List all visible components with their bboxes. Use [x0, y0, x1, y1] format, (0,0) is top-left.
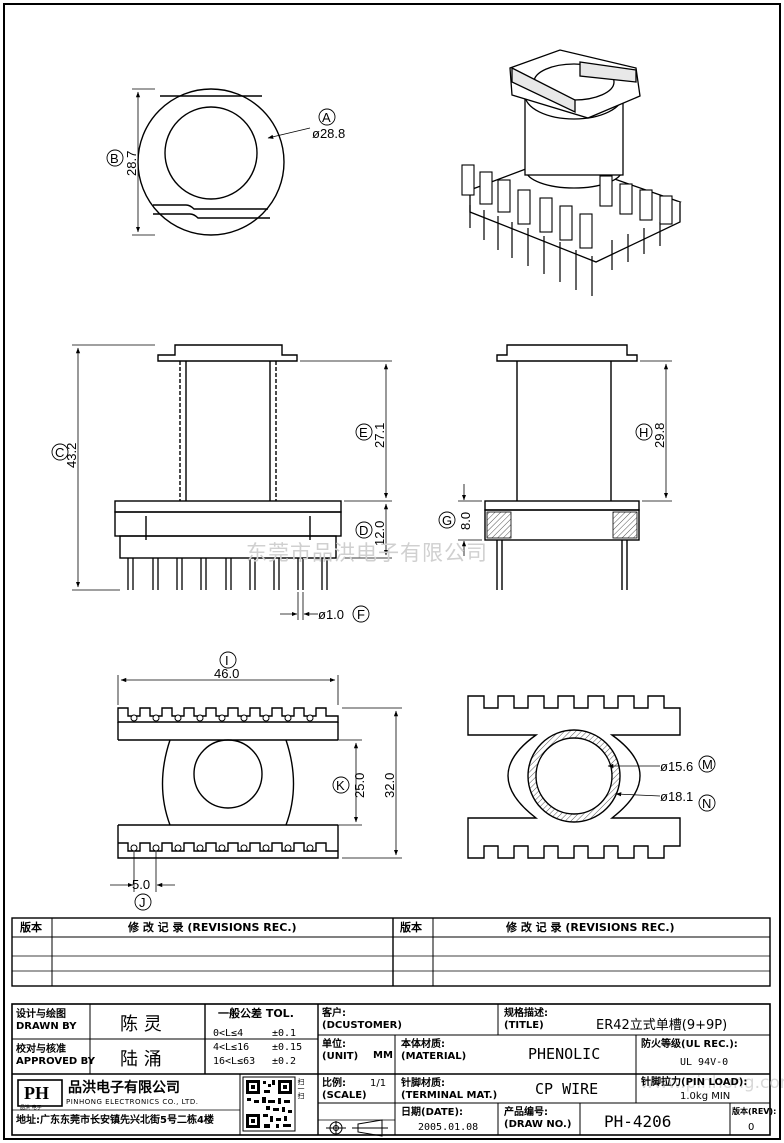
dim-g-label: G [442, 513, 452, 528]
base-view [467, 695, 681, 859]
tolerance-value-1: ±0.1 [272, 1028, 297, 1039]
watermark-text: 东莞市品洪电子有限公司 [246, 541, 488, 565]
terminal-material-label: 针脚材质:(TERMINAL MAT.) [401, 1078, 498, 1101]
title-block [11, 1003, 771, 1136]
bottom-dims [110, 675, 402, 892]
dim-j-value: 5.0 [132, 877, 150, 892]
dim-n-value: ø18.1 [660, 789, 693, 804]
dim-f-label: F [357, 607, 365, 622]
tolerance-range-3: 16<L≤63 [213, 1056, 256, 1067]
side-dims [458, 360, 672, 556]
drawing-number-label: 产品编号:(DRAW NO.) [504, 1107, 572, 1130]
unit-label: 单位:(UNIT) [322, 1039, 359, 1062]
dim-c-value: 43.2 [64, 443, 79, 468]
dim-e-value: 27.1 [372, 423, 387, 448]
title-label: 规格描述:(TITLE) [504, 1008, 548, 1031]
dim-k-label: K [336, 778, 345, 793]
front-pins [127, 558, 328, 590]
date-label: 日期(DATE): [401, 1107, 464, 1118]
dim-n-label: N [702, 796, 711, 811]
unit-value: MM [373, 1050, 393, 1061]
approved-by-value: 陆 涌 [120, 1049, 162, 1070]
drawn-by-value: 陈 灵 [120, 1014, 162, 1035]
dim-d-label: D [359, 523, 368, 538]
revision-label: 版本(REV): [732, 1107, 777, 1116]
pin-load-label: 针脚拉力(PIN LOAD): [641, 1077, 748, 1088]
front-view [114, 344, 342, 559]
logo-subtext: 品洪 电子 [20, 1105, 42, 1111]
dim-a-value: ø28.8 [312, 126, 345, 141]
tolerance-value-3: ±0.2 [272, 1056, 297, 1067]
revision-value: 0 [748, 1122, 755, 1133]
pin-load-value: 1.0kg MIN [680, 1091, 731, 1102]
base-dims [607, 763, 661, 797]
revision-version-header-1: 版本 [20, 921, 42, 934]
isometric-slots [461, 164, 673, 249]
bottom-view [117, 707, 339, 859]
dim-f-value: ø1.0 [318, 607, 344, 622]
qr-code [242, 1076, 296, 1132]
tolerance-range-1: 0<L≤4 [213, 1028, 244, 1039]
dim-i-value: 46.0 [214, 666, 239, 681]
material-value: PHENOLIC [528, 1045, 601, 1063]
dim-i-label: I [225, 653, 229, 668]
company-name-cn: 品洪电子有限公司 [68, 1080, 180, 1096]
title-value: ER42立式单槽(9+9P) [596, 1018, 728, 1033]
company-logo-letters: PH [24, 1083, 49, 1103]
top-view [137, 88, 285, 236]
terminal-material-value: CP WIRE [535, 1080, 599, 1098]
tolerance-value-2: ±0.15 [272, 1042, 303, 1053]
tolerance-range-2: 4<L≤16 [213, 1042, 250, 1053]
ul-rating-value: UL 94V-0 [680, 1057, 729, 1068]
scale-value: 1/1 [370, 1078, 387, 1089]
dim-g-value: 8.0 [458, 512, 473, 530]
dim-h-value: 29.8 [652, 423, 667, 448]
dim-b [132, 88, 311, 236]
watermark-url: www.pinhong.com.td [640, 1073, 784, 1093]
dim-a-label: A [322, 110, 331, 125]
side-view [484, 344, 640, 590]
company-name-en: PINHONG ELECTRONICS CO., LTD. [66, 1098, 199, 1106]
drawing-number-value: PH-4206 [604, 1112, 672, 1131]
material-label: 本体材质:(MATERIAL) [401, 1039, 467, 1062]
ul-rating-label: 防火等级(UL REC.): [641, 1039, 738, 1050]
revision-record-header-2: 修 改 记 录 (REVISIONS REC.) [506, 921, 675, 934]
projection-symbol [326, 1119, 388, 1137]
dim-j-label: J [139, 895, 146, 910]
dim-d-value: 12.0 [372, 521, 387, 546]
front-dims [72, 344, 392, 620]
isometric-view [468, 49, 682, 263]
revision-version-header-2: 版本 [400, 921, 422, 934]
dim-b-value: 28.7 [124, 151, 139, 176]
dim-k-value: 25.0 [352, 773, 367, 798]
dim-m-value: ø15.6 [660, 759, 693, 774]
revision-record-header-1: 修 改 记 录 (REVISIONS REC.) [128, 921, 297, 934]
scale-label: 比例:(SCALE) [322, 1078, 367, 1101]
bottom-view-pins [130, 714, 314, 852]
date-value: 2005.01.08 [418, 1122, 479, 1133]
dim-c-label: C [55, 445, 64, 460]
dim-b-label: B [110, 151, 119, 166]
isometric-pins [469, 205, 661, 296]
customer-label: 客户:(DCUSTOMER) [322, 1008, 402, 1031]
company-address: 地址:广东东莞市长安镇先兴北街5号二栋4楼 [16, 1115, 214, 1126]
dim-l-value: 32.0 [382, 773, 397, 798]
qr-caption: 扫一扫 [297, 1078, 305, 1099]
dim-m-label: M [702, 757, 713, 772]
sheet-border [3, 3, 781, 1140]
dim-e-label: E [359, 425, 368, 440]
revision-table [11, 917, 771, 987]
dim-h-label: H [639, 425, 648, 440]
tolerance-title: 一般公差 TOL. [218, 1007, 294, 1020]
